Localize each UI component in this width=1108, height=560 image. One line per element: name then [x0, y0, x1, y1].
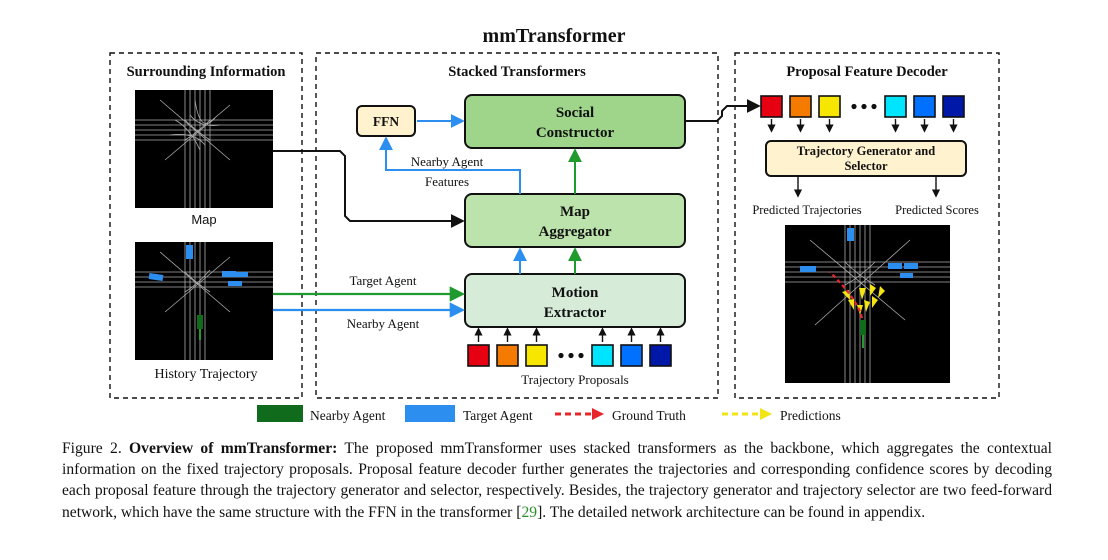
legend-nearby-label: Nearby Agent [310, 408, 386, 423]
map-agg-line1: Map [560, 204, 590, 220]
proposal-square [496, 344, 519, 367]
motion-line2: Extractor [544, 305, 607, 321]
legend-target-swatch [405, 405, 455, 422]
ellipsis-dot [861, 103, 867, 110]
stacked-title: Stacked Transformers [448, 64, 586, 80]
history-trajectory-image [135, 242, 273, 360]
nearby-features-line2: Features [425, 174, 469, 189]
caption-bold-title: Overview of mmTransformer: [129, 440, 338, 457]
map-image [135, 90, 273, 208]
generator-selector-box [765, 140, 967, 177]
proposal-square [942, 95, 965, 118]
proposal-square [525, 344, 548, 367]
nearby-agent-arrow-label: Nearby Agent [347, 316, 420, 331]
nearby-features-line1: Nearby Agent [411, 154, 484, 169]
ellipsis-dot [568, 352, 574, 359]
history-label: History Trajectory [154, 367, 257, 382]
proposal-square [789, 95, 812, 118]
prediction-image [785, 225, 950, 383]
generator-line2: Selector [844, 159, 887, 173]
decoder-proposals [760, 95, 965, 133]
panel-stacked [315, 52, 719, 399]
legend-target-label: Target Agent [463, 408, 533, 423]
architecture-diagram: mmTransformer Surrounding Information St… [109, 25, 1000, 423]
proposal-square [884, 95, 907, 118]
panel-surrounding [109, 52, 303, 399]
proposal-square [913, 95, 936, 118]
motion-line1: Motion [552, 285, 599, 301]
ffn-box [356, 105, 416, 137]
caption-citation-link[interactable]: 29 [521, 503, 538, 521]
ellipsis-dot [871, 103, 877, 110]
arrow-social-to-decoder [685, 99, 761, 122]
proposals-label: Trajectory Proposals [521, 372, 629, 387]
predicted-scores-label: Predicted Scores [895, 203, 979, 217]
legend-predictions-arrowhead [760, 408, 772, 420]
map-agg-line2: Aggregator [538, 224, 611, 240]
proposal-square [467, 344, 490, 367]
social-line1: Social [556, 105, 594, 121]
map-label: Map [191, 212, 216, 227]
trajectory-proposals [467, 327, 672, 367]
proposal-square [620, 344, 643, 367]
legend-ground-truth-arrowhead [592, 408, 604, 420]
proposal-square [649, 344, 672, 367]
legend-ground-truth-label: Ground Truth [612, 408, 686, 423]
caption-label: Figure 2. [62, 440, 122, 457]
ffn-label: FFN [373, 114, 399, 129]
panel-decoder [734, 52, 1000, 399]
caption-text-end: ]. The detailed network architecture can… [537, 503, 926, 521]
target-agent-arrow-label: Target Agent [349, 273, 416, 288]
surrounding-title: Surrounding Information [127, 64, 286, 80]
arrow-map-to-aggregator [273, 150, 465, 228]
decoder-title: Proposal Feature Decoder [786, 64, 948, 80]
proposal-square [591, 344, 614, 367]
legend-nearby-swatch [257, 405, 303, 422]
arrow-nearby-features [379, 136, 521, 194]
legend-predictions-label: Predictions [780, 408, 841, 423]
proposal-square [760, 95, 783, 118]
generator-line1: Trajectory Generator and [797, 144, 935, 158]
predicted-trajectories-label: Predicted Trajectories [752, 203, 861, 217]
proposal-square [818, 95, 841, 118]
ellipsis-dot [578, 352, 584, 359]
figure-caption: Figure 2. Overview of mmTransformer: The… [62, 438, 1052, 523]
ellipsis-dot [558, 352, 564, 359]
social-line2: Constructor [536, 125, 615, 141]
caption-text: The proposed mmTransformer uses stacked … [62, 440, 1052, 521]
ellipsis-dot [851, 103, 857, 110]
figure-title: mmTransformer [483, 25, 626, 47]
